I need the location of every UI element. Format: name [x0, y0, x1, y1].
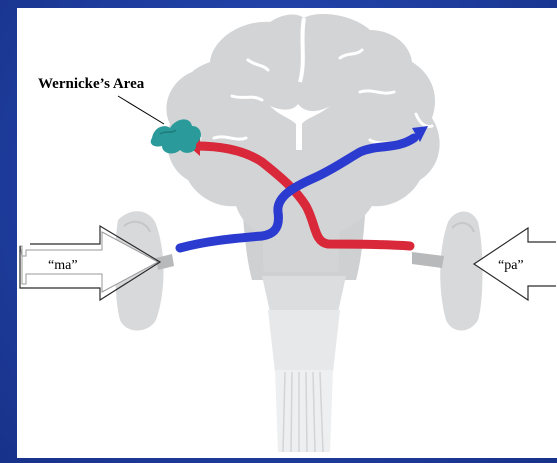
left-sound-label: “ma”: [48, 258, 78, 274]
wernicke-area-label: Wernicke’s Area: [38, 76, 144, 93]
area-leader-line: [118, 96, 164, 124]
right-ear: [412, 212, 483, 331]
right-sound-label: “pa”: [498, 258, 524, 274]
